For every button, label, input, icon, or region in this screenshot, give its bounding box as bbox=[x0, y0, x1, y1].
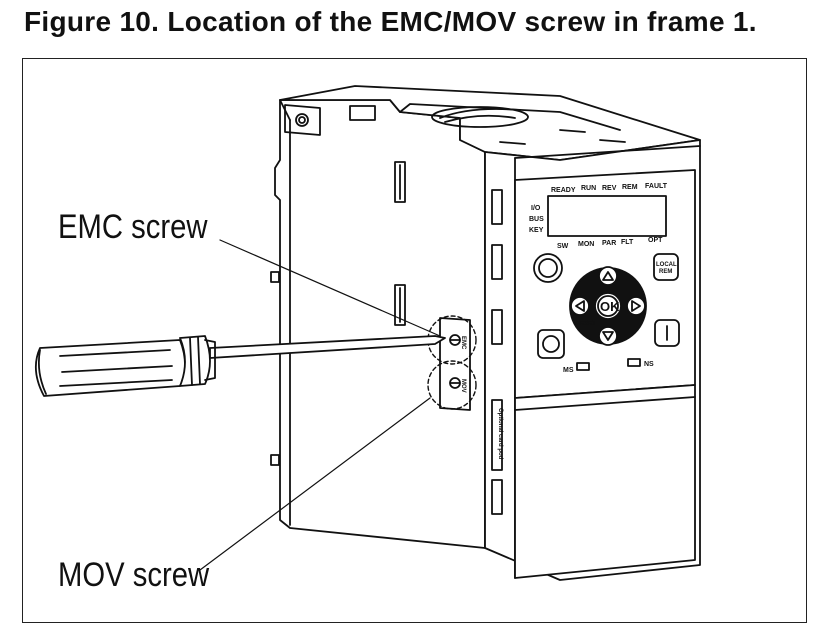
mode-label-par: PAR bbox=[602, 240, 616, 247]
reset-label: RESET bbox=[576, 321, 596, 327]
status-label-run: RUN bbox=[581, 185, 596, 192]
mode-label-mon: MON bbox=[578, 241, 594, 248]
emc-screw-callout: EMC screw bbox=[58, 208, 208, 246]
emc-tag: EMC bbox=[460, 336, 466, 350]
status-label-rev: REV bbox=[602, 185, 617, 192]
side-panel bbox=[270, 99, 486, 549]
figure-frame bbox=[22, 58, 807, 623]
mode-label-opt: OPT bbox=[648, 237, 663, 244]
mode-label-flt: FLT bbox=[621, 239, 634, 246]
side-label-key: KEY bbox=[529, 227, 544, 234]
ms-label: MS bbox=[563, 367, 574, 374]
side-label-bus: BUS bbox=[529, 216, 544, 223]
rem-label: REM bbox=[659, 269, 672, 275]
status-label-fault: FAULT bbox=[645, 183, 668, 190]
screwdriver bbox=[34, 335, 446, 397]
ns-label: NS bbox=[644, 361, 654, 368]
mode-label-sw: SW bbox=[557, 243, 569, 250]
status-label-ready: READY bbox=[551, 187, 576, 194]
mov-screw-callout: MOV screw bbox=[58, 556, 210, 594]
local-label: LOCAL bbox=[656, 262, 677, 268]
ok-label: OK bbox=[600, 299, 620, 314]
option-card-label: Optional card pod bbox=[497, 408, 503, 460]
figure-title: Figure 10. Location of the EMC/MOV screw… bbox=[24, 6, 757, 37]
front-face bbox=[484, 139, 701, 581]
mov-tag: MOV bbox=[460, 379, 466, 393]
side-label-io: I/O bbox=[531, 205, 541, 212]
status-label-rem: REM bbox=[622, 184, 638, 191]
